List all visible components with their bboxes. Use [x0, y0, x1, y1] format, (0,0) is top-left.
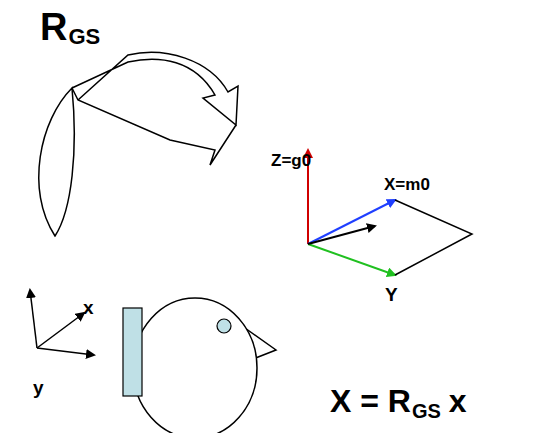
- axis-label: x: [83, 298, 94, 317]
- bird: [123, 298, 276, 433]
- rotation-symbol: R: [40, 8, 67, 46]
- axis-label: Y: [385, 285, 398, 304]
- world-axes: [308, 150, 472, 275]
- equation-subscript: GS: [412, 401, 441, 421]
- equation-text: x: [449, 385, 467, 417]
- axis-label: Z=g0: [271, 152, 311, 169]
- axis-label: y: [33, 378, 44, 397]
- sensor-axes: [30, 290, 94, 355]
- axis-label: X=m0: [384, 176, 430, 193]
- rotation-subscript: GS: [68, 26, 100, 48]
- equation-text: X = R: [330, 385, 411, 417]
- rotation-arrow: [39, 52, 238, 236]
